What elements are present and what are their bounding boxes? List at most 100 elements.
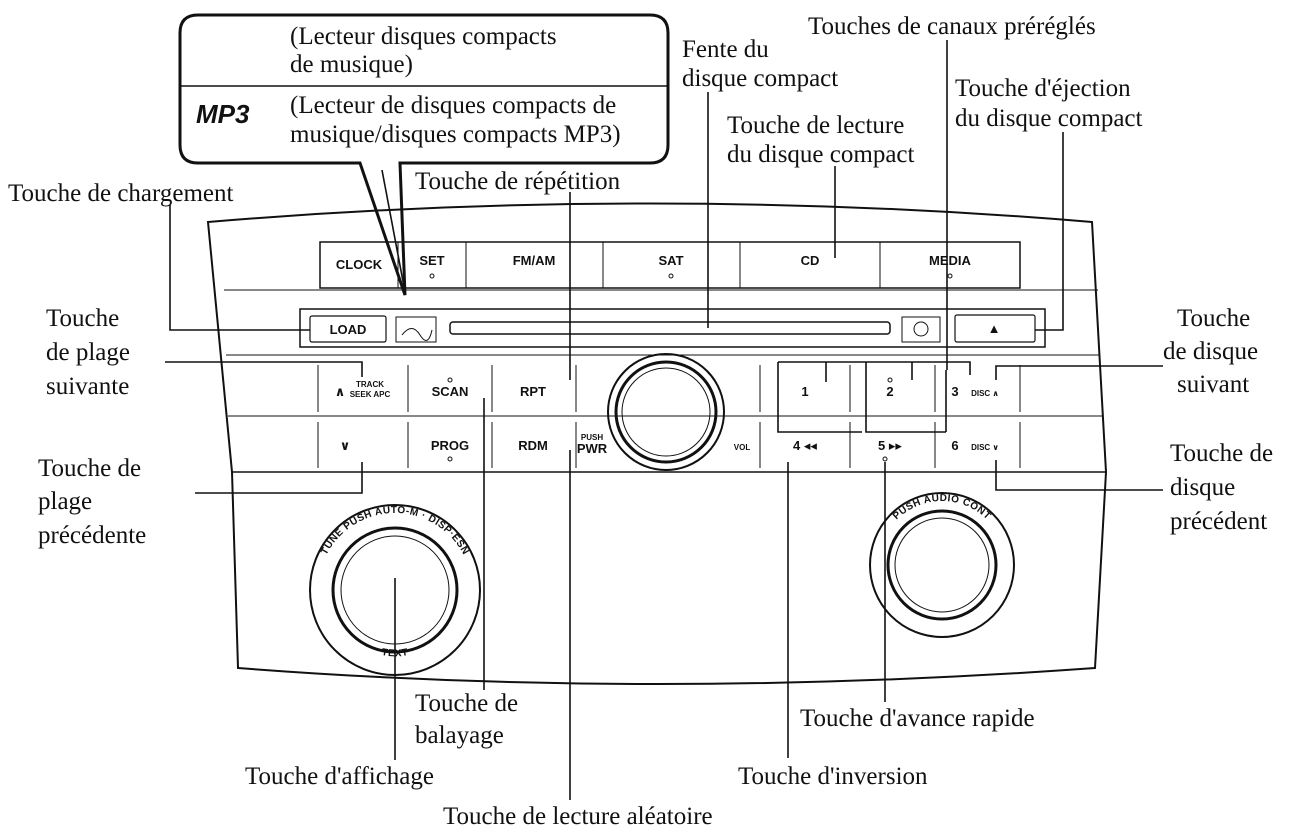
callout-cd-line-1: (Lecteur disques compacts	[290, 23, 557, 50]
label-load: Touche de chargement	[8, 180, 234, 207]
top-row-frame	[319, 241, 1021, 289]
preset-4-reverse-button[interactable]: 4 ◂◂	[793, 438, 817, 453]
label-prev-disc-3: précédent	[1170, 508, 1267, 535]
preset-1-button[interactable]: 1	[801, 384, 808, 399]
rpt-button[interactable]: RPT	[520, 384, 546, 399]
label-scan-1: Touche de	[415, 690, 518, 717]
leader-presets-left	[777, 362, 862, 433]
disc-down-label: DISC ∨	[971, 443, 999, 452]
preset-5-indicator-icon	[882, 456, 888, 462]
disc-up-label: DISC ∧	[971, 389, 999, 398]
eject-icon: ▲	[988, 321, 1001, 336]
track-label: TRACK	[356, 380, 384, 389]
rpt-button-label: RPT	[520, 384, 546, 399]
bottom-button-row: ∨ PROG RDM PUSH PWR VOL 4 ◂◂ 5 ▸▸ 6 DISC…	[317, 422, 1021, 468]
media-button[interactable]: MEDIA	[929, 253, 972, 279]
preset-1-label: 1	[801, 384, 808, 399]
leader-prev-track	[195, 462, 363, 494]
label-next-track-2: de plage	[46, 339, 130, 366]
callout-mp3-line-2: musique/disques compacts MP3)	[290, 121, 621, 148]
vol-label: VOL	[734, 443, 751, 452]
cd-button[interactable]: CD	[801, 253, 820, 268]
sat-button-label: SAT	[658, 253, 683, 268]
set-indicator-icon	[429, 273, 435, 279]
cd-slot[interactable]	[449, 321, 891, 335]
label-slot-2: disque compact	[682, 65, 838, 92]
down-arrow-icon: ∨	[340, 438, 351, 453]
vol-button[interactable]: VOL	[734, 443, 751, 452]
top-button-row: CLOCK SET FM/AM SAT CD MEDIA	[319, 241, 1021, 289]
callout-mp3-line-1: (Lecteur de disques compacts de	[290, 92, 616, 119]
push-label: PUSH	[581, 433, 603, 442]
up-arrow-icon: ∧	[335, 384, 346, 399]
mp3-logo-icon: MP3	[196, 99, 250, 129]
power-button[interactable]: PUSH PWR	[577, 433, 608, 456]
scan-indicator-icon	[447, 377, 453, 383]
seek-apc-label: SEEK APC	[350, 390, 391, 399]
label-presets: Touches de canaux préréglés	[808, 13, 1096, 40]
preset-2-button[interactable]: 2	[886, 377, 894, 399]
label-scan-2: balayage	[415, 722, 504, 749]
media-button-label: MEDIA	[929, 253, 972, 268]
preset-3-disc-up-button[interactable]: 3 DISC ∧	[951, 384, 999, 399]
radio-faceplate	[206, 202, 1108, 685]
eject-button[interactable]: ▲	[954, 314, 1036, 343]
media-indicator-icon	[947, 273, 953, 279]
callout-cd-line-2: de musique)	[290, 51, 413, 78]
label-prev-track-2: plage	[38, 488, 92, 515]
callout-bubble: (Lecteur disques compacts de musique) MP…	[178, 13, 670, 296]
prog-indicator-icon	[447, 456, 453, 462]
fmam-button-label: FM/AM	[513, 253, 556, 268]
audio-logo-icon	[395, 316, 437, 343]
leader-prev-disc	[995, 460, 1163, 491]
slot-row-frame	[299, 308, 1046, 348]
rdm-button[interactable]: RDM	[518, 438, 548, 453]
cd-slot-row: LOAD ▲	[299, 308, 1046, 348]
prog-button[interactable]: PROG	[431, 438, 469, 462]
clock-button-label: CLOCK	[336, 257, 383, 272]
label-fast-forward: Touche d'avance rapide	[800, 705, 1035, 732]
track-seek-up-button[interactable]: ∧ TRACK SEEK APC	[335, 380, 391, 399]
label-next-disc-3: suivant	[1177, 371, 1249, 398]
volume-knob[interactable]	[607, 353, 725, 471]
preset-6-disc-down-button[interactable]: 6 DISC ∨	[951, 438, 999, 453]
set-button[interactable]: SET	[419, 253, 445, 279]
label-eject-1: Touche d'éjection	[955, 75, 1131, 102]
preset-2-indicator-icon	[887, 377, 893, 383]
pwr-label: PWR	[577, 441, 608, 456]
disc-logo-icon	[901, 316, 941, 343]
preset-6-label: 6	[951, 438, 958, 453]
leader-next-disc	[995, 365, 1163, 380]
label-next-disc-1: Touche	[1177, 305, 1250, 332]
track-seek-down-button[interactable]: ∨	[340, 438, 351, 453]
label-next-track-3: suivante	[46, 373, 129, 400]
audio-knob[interactable]: PUSH AUDIO CONT	[869, 492, 1015, 638]
label-next-disc-2: de disque	[1163, 338, 1258, 365]
leader-load	[169, 205, 310, 331]
leader-lines	[165, 40, 1163, 800]
label-prev-disc-1: Touche de	[1170, 440, 1273, 467]
tune-knob-top-label: TUNE PUSH AUTO-M · DISP·ESN	[319, 505, 471, 557]
label-slot-1: Fente du	[682, 36, 769, 63]
scan-button[interactable]: SCAN	[432, 377, 469, 399]
label-cd-play-2: du disque compact	[727, 141, 915, 168]
load-button-label: LOAD	[330, 322, 367, 337]
preset-5-ff-button[interactable]: 5 ▸▸	[878, 438, 902, 462]
label-next-track-1: Touche	[46, 305, 119, 332]
label-eject-2: du disque compact	[955, 105, 1143, 132]
prog-button-label: PROG	[431, 438, 469, 453]
leader-next-track	[165, 361, 363, 377]
clock-button[interactable]: CLOCK	[336, 257, 383, 272]
load-button[interactable]: LOAD	[309, 315, 387, 343]
label-cd-play-1: Touche de lecture	[727, 112, 904, 139]
set-button-label: SET	[419, 253, 444, 268]
fmam-button[interactable]: FM/AM	[513, 253, 556, 268]
label-reverse: Touche d'inversion	[738, 763, 928, 790]
label-random: Touche de lecture aléatoire	[443, 803, 713, 830]
preset-4-label: 4 ◂◂	[793, 438, 817, 453]
callout-outline	[178, 13, 670, 296]
sat-button[interactable]: SAT	[658, 253, 684, 279]
preset-2-label: 2	[886, 384, 893, 399]
preset-3-label: 3	[951, 384, 958, 399]
